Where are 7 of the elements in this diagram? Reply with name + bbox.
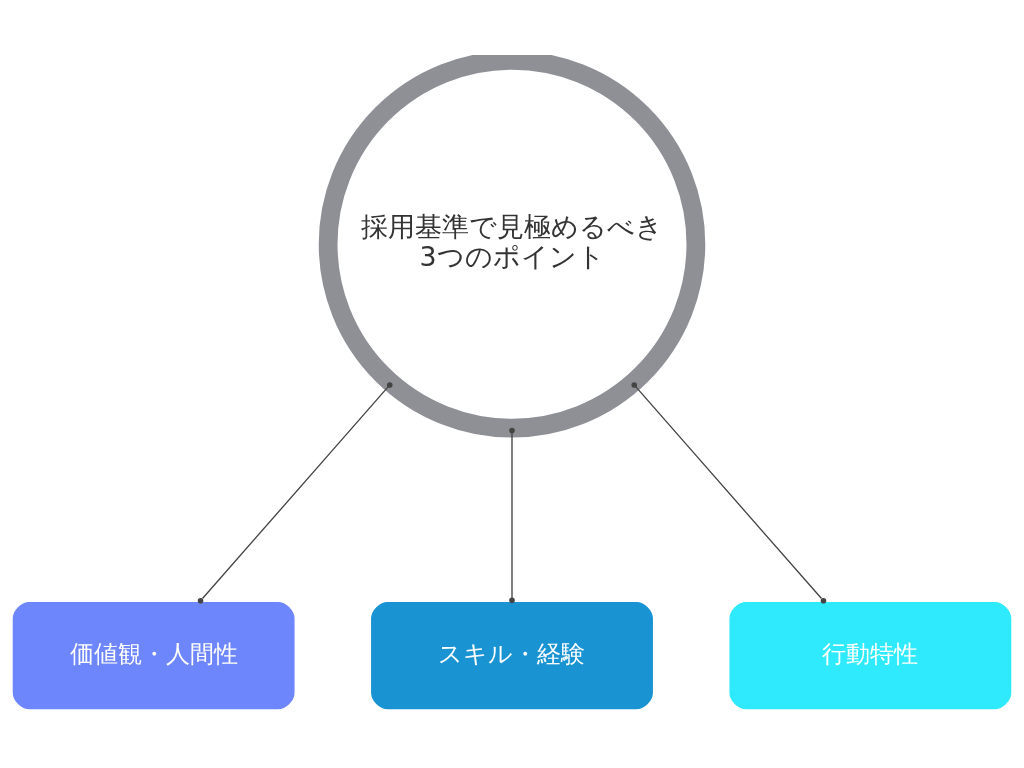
connector — [631, 381, 827, 604]
connector — [197, 381, 393, 604]
connector — [509, 427, 515, 603]
node-box: スキル・経験 — [371, 601, 653, 709]
node-circle: 採用基準で見極めるべき 3つのポイント — [318, 54, 706, 437]
node-box: 価値観・人間性 — [12, 601, 295, 709]
node-box: 行動特性 — [729, 601, 1012, 709]
